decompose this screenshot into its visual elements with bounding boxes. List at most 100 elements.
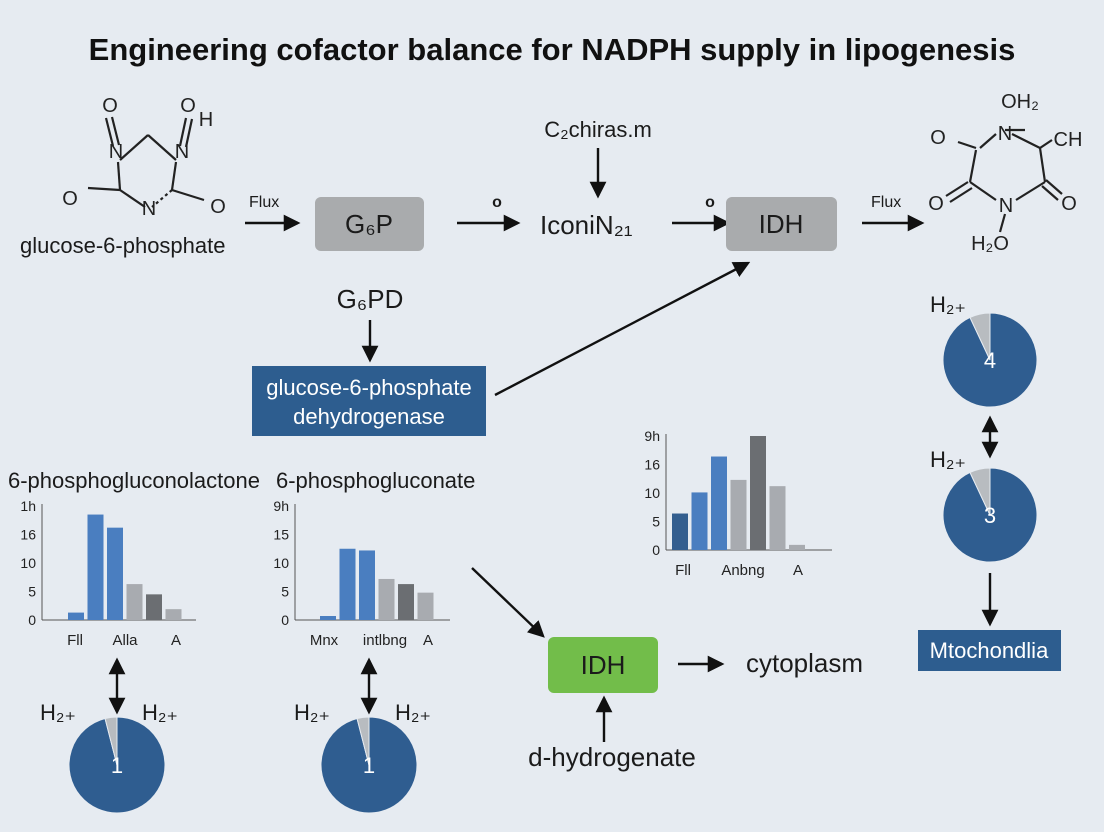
- bar: [68, 612, 84, 620]
- mol-left-atom-n1: N: [109, 141, 123, 163]
- bar: [769, 486, 786, 550]
- bar: [398, 584, 414, 620]
- bar: [359, 550, 375, 620]
- pie-tag-left: H₂₊: [40, 700, 76, 725]
- mol-left-atom-h: H: [199, 109, 213, 131]
- pie-tag-right: H₂₊: [142, 700, 178, 725]
- bar: [165, 609, 182, 620]
- bar: [417, 592, 434, 620]
- pie-charts: 1H₂₊H₂₊1H₂₊H₂₊4H₂₊3H₂₊: [40, 292, 1038, 814]
- bar: [339, 548, 356, 620]
- y-tick-label: 16: [644, 457, 660, 473]
- iconin-label: IconiN₂₁: [540, 210, 633, 240]
- mol-right-atom-oh2: OH₂: [1001, 91, 1039, 113]
- bar: [126, 584, 143, 620]
- idh-top-label: IDH: [759, 209, 804, 239]
- pie-number: 1: [111, 753, 123, 778]
- mol-left-atom-n3: N: [142, 198, 156, 220]
- y-tick-label: 16: [20, 527, 36, 543]
- y-tick-label: 5: [28, 584, 36, 600]
- enzyme-box: [252, 366, 486, 436]
- x-tick-label: Fll: [67, 632, 83, 649]
- flux-label-left: Flux: [249, 194, 279, 211]
- d-hydrogenate-label: d-hydrogenate: [528, 742, 696, 772]
- pie-tag-right: H₂₊: [395, 700, 431, 725]
- x-tick-label: A: [171, 632, 181, 649]
- right-molecule: OH₂ O N CH O N O H₂O: [928, 91, 1082, 255]
- x-tick-label: Anbng: [721, 562, 764, 579]
- pie-right-4: 4 H₂₊: [930, 292, 1038, 408]
- bar: [378, 578, 395, 620]
- mol-left-atom-o2: O: [180, 95, 196, 117]
- x-tick-label: A: [793, 562, 803, 579]
- x-tick-label: intlbng: [363, 632, 407, 649]
- idh-green-label: IDH: [581, 650, 626, 680]
- left-molecule: O H O N N O N O: [62, 95, 226, 220]
- pie-tag-left: H₂₊: [294, 700, 330, 725]
- c2chirasm-label: C₂chiras.m: [544, 117, 652, 142]
- mol-left-atom-o3: O: [62, 188, 78, 210]
- y-tick-label: 10: [644, 485, 660, 501]
- x-tick-label: A: [423, 632, 433, 649]
- pie-bottom-2: 1 H₂₊ H₂₊: [294, 700, 431, 814]
- pie-tag: H₂₊: [930, 292, 966, 317]
- mol-right-atom-n1: N: [998, 123, 1012, 145]
- mol-left-atom-o4: O: [210, 196, 226, 218]
- y-tick-label: 1h: [20, 498, 36, 514]
- pie-number: 1: [363, 753, 375, 778]
- mitochondria-label: Mtochondlia: [930, 638, 1049, 663]
- phosphogluconate-label: 6-phosphogluconate: [276, 468, 475, 493]
- y-tick-label: 0: [28, 612, 36, 628]
- g6p-box: [315, 197, 424, 251]
- pie-slice: [969, 467, 991, 516]
- g6p-label: G₆P: [345, 209, 393, 239]
- x-tick-label: Mnx: [310, 632, 339, 649]
- arrow-enzyme-to-idh: [494, 261, 751, 397]
- y-tick-label: 0: [652, 542, 660, 558]
- pie-bottom-1: 1 H₂₊ H₂₊: [40, 700, 178, 814]
- mol-right-atom-o1: O: [930, 127, 946, 149]
- g6pd-label: G₆PD: [337, 284, 404, 314]
- y-tick-label: 5: [281, 584, 289, 600]
- y-tick-label: 10: [20, 555, 36, 571]
- edge-label-o-1: o: [492, 194, 502, 211]
- mol-right-atom-o2: O: [928, 193, 944, 215]
- page-title: Engineering cofactor balance for NADPH s…: [89, 32, 1016, 67]
- bar: [750, 436, 766, 550]
- glucose-6-phosphate-caption: glucose-6-phosphate: [20, 233, 225, 258]
- bar: [691, 492, 708, 550]
- pie-slice: [104, 716, 118, 766]
- arrow-to-idh-green: [471, 567, 545, 638]
- mitochondria-box: [918, 630, 1061, 671]
- pie-slice: [356, 716, 370, 766]
- bar: [320, 616, 336, 620]
- flux-label-right: Flux: [871, 194, 901, 211]
- pie-tag: H₂₊: [930, 447, 966, 472]
- mol-right-atom-h2o: H₂O: [971, 233, 1009, 255]
- x-tick-label: Fll: [675, 562, 691, 579]
- y-tick-label: 9h: [644, 428, 660, 444]
- bar: [711, 456, 727, 550]
- bar: [87, 514, 104, 620]
- mol-right-atom-o3: O: [1061, 193, 1077, 215]
- bar: [672, 513, 688, 550]
- mol-left-atom-n2: N: [175, 141, 189, 163]
- phosphogluconolactone-label: 6-phosphogluconolactone: [8, 468, 260, 493]
- x-tick-label: Alla: [112, 632, 138, 649]
- idh-green-box: [548, 637, 658, 693]
- pie-right-3: 3H₂₊: [930, 447, 1038, 563]
- y-tick-label: 10: [273, 555, 289, 571]
- pie-number: 4: [984, 348, 996, 373]
- bar: [146, 594, 162, 620]
- y-tick-label: 9h: [273, 498, 289, 514]
- bar: [730, 479, 747, 550]
- y-tick-label: 0: [281, 612, 289, 628]
- edge-label-o-2: o: [705, 194, 715, 211]
- cytoplasm-label: cytoplasm: [746, 648, 863, 678]
- bar: [107, 527, 123, 620]
- mol-left-atom-o1: O: [102, 95, 118, 117]
